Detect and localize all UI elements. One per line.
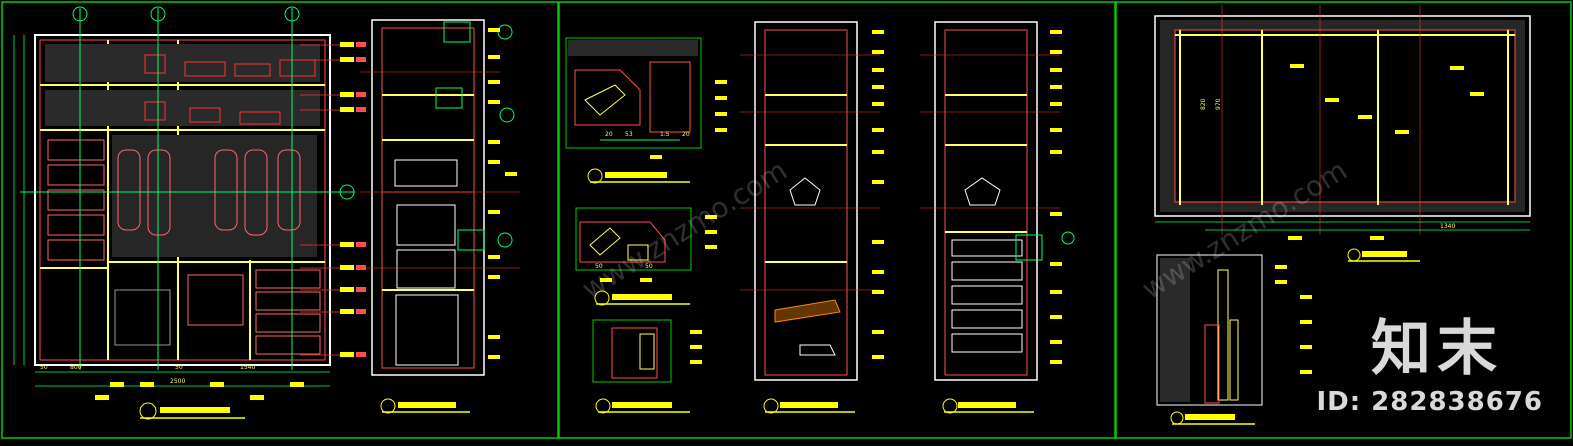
section-c bbox=[920, 21, 1075, 414]
p3-dim-1: 53 bbox=[625, 131, 633, 138]
plan-view: 820 1340 970 bbox=[1154, 5, 1531, 425]
section-b bbox=[740, 21, 884, 414]
panel-border-right bbox=[1115, 1, 1572, 439]
p3-dim-0: 20 bbox=[605, 131, 613, 138]
brand-logo: 知末 bbox=[1371, 314, 1503, 384]
p4-dim-0: 50 bbox=[595, 263, 603, 270]
panel-border-left bbox=[1, 1, 559, 439]
detail-blocks: 20 53 1.5 20 50 50 bbox=[565, 37, 727, 414]
plan-dim-1: 1340 bbox=[1440, 223, 1455, 230]
p1-dim-2: 50 bbox=[175, 364, 183, 371]
section-a bbox=[360, 19, 520, 414]
p1-dim-4: 2500 bbox=[170, 378, 185, 385]
p1-dim-1: 800 bbox=[70, 364, 82, 371]
p4-dim-1: 50 bbox=[645, 263, 653, 270]
p1-dim-3: 1540 bbox=[240, 364, 255, 371]
wardrobe-elevation: 50 800 50 1540 2500 bbox=[13, 6, 366, 420]
plan-dim-0: 820 bbox=[1200, 98, 1207, 110]
p3-dim-3: 20 bbox=[682, 131, 690, 138]
image-id-label: ID: 282838676 bbox=[1316, 387, 1543, 417]
panel-border-middle bbox=[558, 1, 1116, 439]
p1-dim-0: 50 bbox=[40, 364, 48, 371]
p3-dim-2: 1.5 bbox=[660, 131, 670, 138]
plan-dim-2: 970 bbox=[1215, 98, 1222, 110]
